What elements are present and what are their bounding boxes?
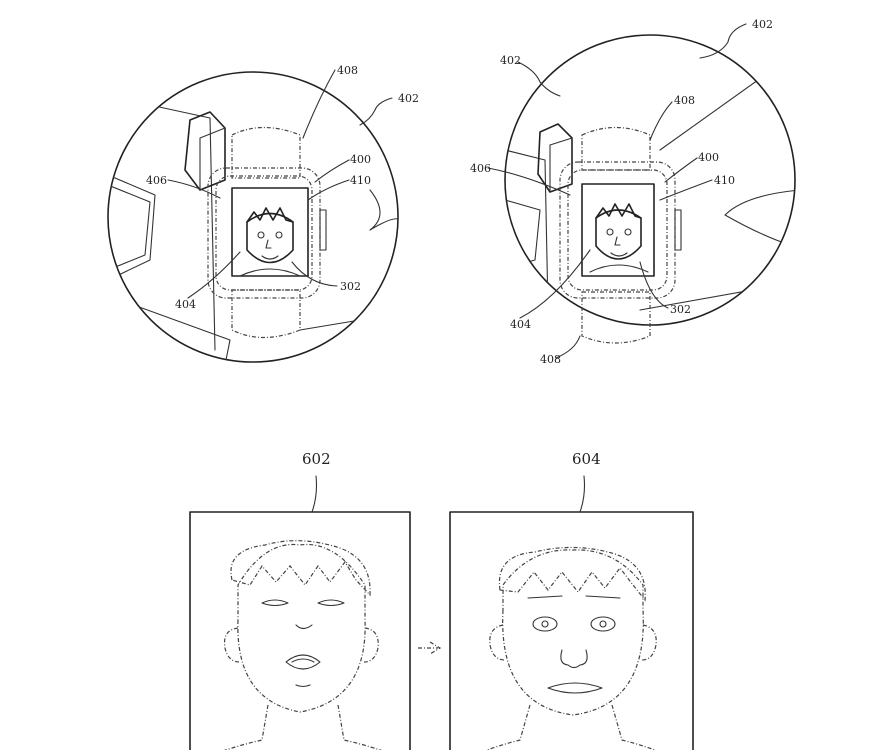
label-410: 410: [350, 174, 371, 187]
left-watch-crown: [319, 209, 327, 251]
left-avatar-face: [239, 207, 301, 277]
label-402-top: 402: [752, 18, 773, 31]
right-watch-body: [559, 161, 676, 299]
left-magnified-view: 408 402 400 406 410 404 302: [107, 64, 419, 363]
label-406: 406: [146, 174, 167, 187]
right-watch-crown: [674, 209, 682, 251]
right-watch-screen: [581, 183, 655, 277]
label-604: 604: [572, 450, 601, 468]
label-408-top: 408: [674, 94, 695, 107]
label-602: 602: [302, 450, 331, 468]
left-watch-screen: [231, 187, 309, 277]
right-room-box: [537, 123, 573, 193]
label-402: 402: [398, 92, 419, 105]
right-watch-band-top: [581, 126, 651, 171]
label-400: 400: [350, 153, 371, 166]
left-view-circle: [107, 71, 399, 363]
label-400: 400: [698, 151, 719, 164]
label-410: 410: [714, 174, 735, 187]
transition-arrow: [418, 641, 442, 655]
right-view-circle: [504, 34, 796, 326]
left-watch-band-top: [231, 126, 301, 179]
left-watch-body: [207, 167, 321, 299]
right-face-panel: [449, 511, 694, 750]
right-avatar-face: [589, 203, 649, 273]
label-406: 406: [470, 162, 491, 175]
left-room-panel: [108, 174, 156, 281]
left-face-panel: [189, 511, 411, 750]
right-magnified-view: 402 402 408 400 406 410 404 302 408: [470, 18, 796, 366]
left-face-sad: [223, 540, 383, 750]
label-404: 404: [175, 298, 196, 311]
label-408-bottom: 408: [540, 353, 561, 366]
bottom-face-comparison: 602 604: [189, 450, 694, 750]
label-408: 408: [337, 64, 358, 77]
label-402-left: 402: [500, 54, 521, 67]
left-watch-band-bottom: [231, 289, 301, 339]
left-room-box: [184, 111, 226, 191]
label-404: 404: [510, 318, 531, 331]
label-302: 302: [340, 280, 361, 293]
right-watch-band-bottom: [581, 291, 651, 344]
left-room-wall: [149, 104, 216, 351]
label-302: 302: [670, 303, 691, 316]
right-face-surprised: [485, 546, 657, 750]
